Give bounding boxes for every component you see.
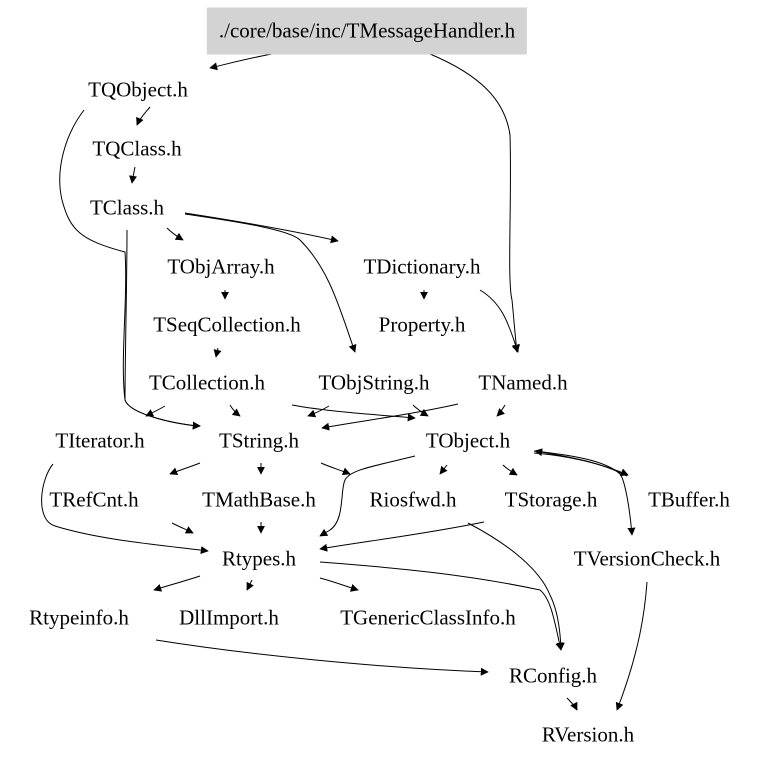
edge-tobjstring-to-tstring (307, 405, 330, 418)
edge-tobject-to-tversioncheck (533, 450, 636, 536)
node-rtypeinfo[interactable]: Rtypeinfo.h (29, 605, 129, 630)
node-tclass[interactable]: TClass.h (89, 195, 165, 220)
node-rversion[interactable]: RVersion.h (541, 722, 635, 747)
node-rtypes[interactable]: Rtypes.h (221, 546, 297, 571)
node-tversioncheck[interactable]: TVersionCheck.h (573, 546, 721, 571)
edge-tbuffer-to-tobject (534, 448, 628, 477)
edge-tcollection-to-tobject (291, 404, 416, 422)
node-tbuffer[interactable]: TBuffer.h (648, 487, 730, 512)
edge-tobject-to-riosfwd (439, 464, 448, 475)
node-tobjarray[interactable]: TObjArray.h (167, 254, 275, 279)
node-tobject[interactable]: TObject.h (425, 428, 511, 453)
edge-tstring-to-trefcnt (169, 462, 201, 476)
edge-tdictionary-to-tnamed (479, 289, 520, 353)
node-tnamed[interactable]: TNamed.h (478, 370, 568, 395)
node-dllimport[interactable]: DllImport.h (179, 605, 279, 630)
node-tobjstring[interactable]: TObjString.h (318, 370, 430, 395)
node-tdictionary[interactable]: TDictionary.h (363, 254, 481, 279)
edge-titerator-to-rtypes (41, 463, 209, 555)
edge-root-to-tnamed (429, 53, 521, 353)
edge-tclass-to-tobjstring (184, 213, 357, 353)
edge-rtypes-to-rconfig (319, 561, 564, 651)
edge-tobject-to-tstorage (502, 464, 518, 476)
node-root-tmessagehandler[interactable]: ./core/base/inc/TMessageHandler.h (206, 7, 528, 55)
edge-tnamed-to-tstring (321, 403, 459, 431)
edge-trefcnt-to-rtypes (171, 522, 194, 534)
edge-tcollection-to-tstring (229, 404, 241, 417)
edge-rconfig-to-rversion (566, 697, 578, 711)
edge-rtypes-to-rtypeinfo (153, 575, 201, 592)
edge-tstring-to-riosfwd (320, 462, 351, 476)
edge-tqobject-to-tqclass (136, 106, 151, 126)
node-riosfwd[interactable]: Riosfwd.h (369, 487, 457, 512)
edge-root-to-tqobject (209, 53, 273, 71)
edge-rtypes-to-dllimport (246, 579, 254, 591)
node-titerator[interactable]: TIterator.h (55, 428, 145, 453)
node-tstring[interactable]: TString.h (219, 428, 299, 453)
edge-tversioncheck-to-rversion (615, 581, 648, 711)
node-trefcnt[interactable]: TRefCnt.h (49, 487, 139, 512)
edge-tcollection-to-titerator (145, 405, 166, 417)
edge-tclass-to-tdictionary (184, 212, 339, 244)
edge-tobject-to-tbuffer (533, 452, 629, 476)
node-tqobject[interactable]: TQObject.h (88, 77, 188, 102)
node-tstorage[interactable]: TStorage.h (504, 487, 598, 512)
edge-tobject-to-rtypes (319, 455, 416, 537)
edge-tclass-to-tobjarray (166, 227, 184, 241)
node-tseqcollection[interactable]: TSeqCollection.h (153, 312, 301, 337)
edge-tqclass-to-tclass (129, 166, 137, 184)
node-property[interactable]: Property.h (378, 312, 466, 337)
node-tgenericclassinfo[interactable]: TGenericClassInfo.h (340, 605, 516, 630)
node-rconfig[interactable]: RConfig.h (508, 663, 598, 688)
edge-tstorage-to-rconfig (467, 522, 565, 651)
edge-tseqcollection-to-tcollection (213, 347, 222, 358)
edge-rtypeinfo-to-rconfig (155, 639, 489, 676)
edge-tstorage-to-rtypes (319, 521, 485, 552)
node-tqclass[interactable]: TQClass.h (92, 136, 182, 161)
node-tmathbase[interactable]: TMathBase.h (202, 487, 316, 512)
node-tcollection[interactable]: TCollection.h (148, 370, 266, 395)
edge-rtypes-to-tgenericclassinfo (319, 577, 359, 592)
edge-tnamed-to-tobject (496, 404, 506, 417)
edge-tclass-to-tstring (124, 229, 201, 430)
